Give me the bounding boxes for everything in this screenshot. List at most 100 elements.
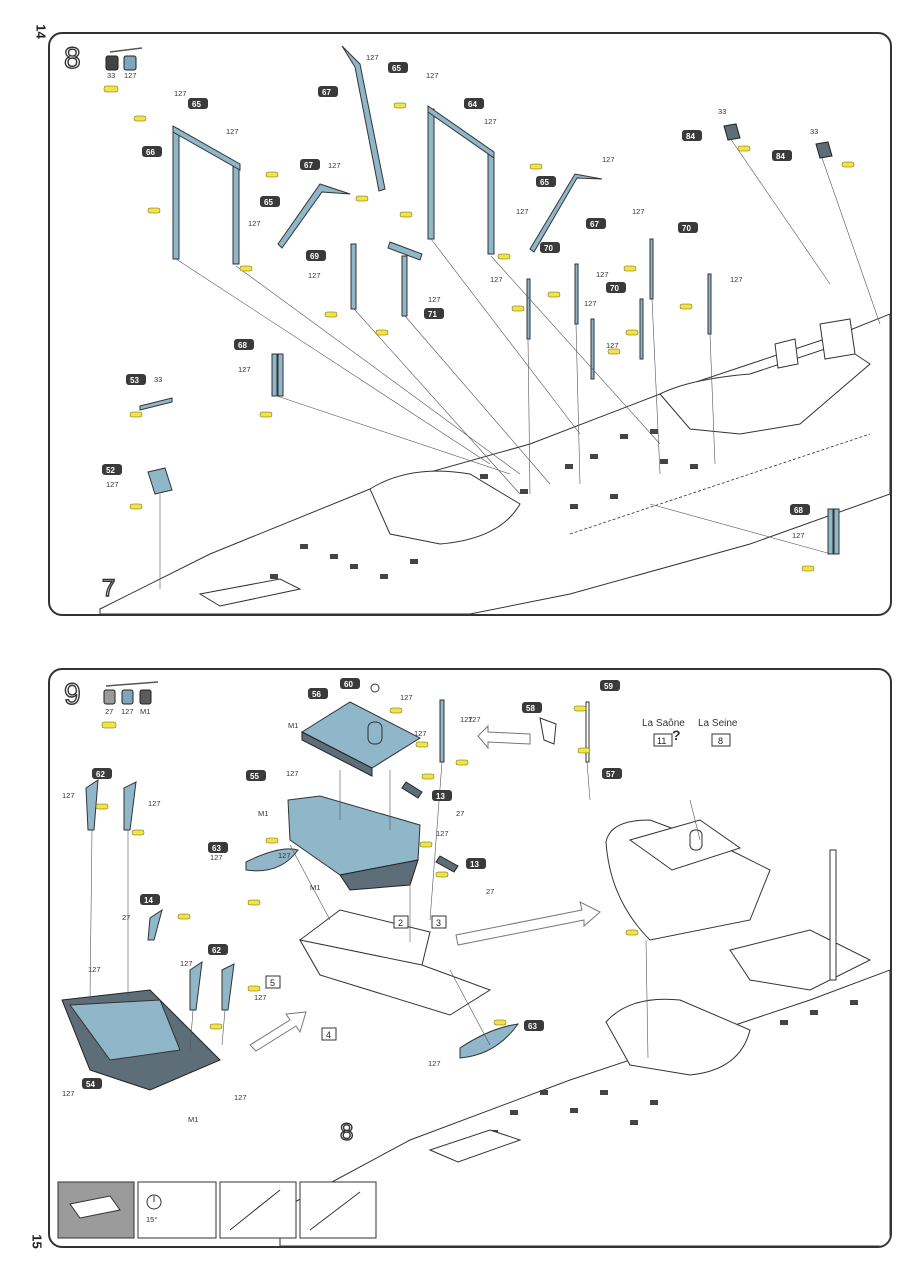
paint-33: 33 <box>107 71 115 80</box>
svg-text:63: 63 <box>528 1022 537 1031</box>
svg-text:127: 127 <box>180 959 193 968</box>
angle-label: 15° <box>146 1215 157 1224</box>
svg-text:67: 67 <box>304 161 313 170</box>
svg-text:70: 70 <box>610 284 619 293</box>
svg-text:70: 70 <box>544 244 553 253</box>
svg-text:65: 65 <box>264 198 273 207</box>
svg-text:84: 84 <box>776 152 785 161</box>
color-labels-step9: 127 127 127 M1 127 M1 127 M1 127 27 27 1… <box>62 693 494 1124</box>
svg-text:65: 65 <box>192 100 201 109</box>
mast-66 <box>172 125 241 265</box>
paint-27: 27 <box>105 707 113 716</box>
svg-text:27: 27 <box>456 809 464 818</box>
svg-text:70: 70 <box>682 224 691 233</box>
svg-text:127: 127 <box>226 127 239 136</box>
boom-67-right <box>529 173 603 253</box>
badge-67-left: 67 <box>300 159 320 170</box>
svg-text:127: 127 <box>584 299 597 308</box>
svg-text:3: 3 <box>436 918 441 928</box>
svg-text:127: 127 <box>174 89 187 98</box>
svg-text:127: 127 <box>148 799 161 808</box>
badge-65-a: 65 <box>388 62 408 73</box>
svg-text:13: 13 <box>436 792 445 801</box>
boat-63-left <box>245 848 299 872</box>
svg-text:127: 127 <box>308 271 321 280</box>
mast-right <box>439 699 445 763</box>
color-labels-step8: 127 127 127 127 127 127 127 127 127 33 3… <box>106 53 818 540</box>
svg-text:127: 127 <box>366 53 379 62</box>
posts-70 <box>526 238 712 380</box>
svg-text:13: 13 <box>470 860 479 869</box>
badge-53: 53 <box>126 374 146 385</box>
step-8-illustration: 8 33 127 <box>63 41 890 614</box>
badge-57: 57 <box>602 768 622 779</box>
svg-text:127: 127 <box>248 219 261 228</box>
svg-text:14: 14 <box>144 896 153 905</box>
badge-69: 69 <box>306 250 326 261</box>
svg-text:127: 127 <box>436 829 449 838</box>
svg-text:M1: M1 <box>258 809 268 818</box>
svg-text:33: 33 <box>718 107 726 116</box>
funnel <box>367 721 383 745</box>
badge-67-top: 67 <box>318 86 338 97</box>
svg-text:57: 57 <box>606 770 615 779</box>
variant-selector: La Saône ? La Seine 11 8 <box>642 718 738 747</box>
ladder-68-right <box>827 508 834 555</box>
page-number-bottom: 15 <box>29 1234 45 1249</box>
badge-64: 64 <box>464 98 484 109</box>
variant-right-num: 8 <box>718 736 723 746</box>
svg-text:127: 127 <box>468 715 481 724</box>
part-14 <box>147 908 163 941</box>
badge-84-right: 84 <box>772 150 792 161</box>
part-62-mid-a <box>189 960 203 1011</box>
step-9-illustration: 9 27 127 M1 La Saône ? La Seine 11 8 <box>57 677 890 1246</box>
step-9-panel: 9 27 127 M1 La Saône ? La Seine 11 8 <box>48 668 892 1248</box>
badge-66: 66 <box>142 146 162 157</box>
badge-60: 60 <box>340 678 360 689</box>
paint-127: 127 <box>121 707 134 716</box>
glue-markers-step9 <box>95 705 639 1030</box>
svg-text:127: 127 <box>400 693 413 702</box>
badge-58: 58 <box>522 702 542 713</box>
paint-M1: M1 <box>140 707 150 716</box>
badge-65-b: 65 <box>188 98 208 109</box>
variant-question: ? <box>672 727 681 743</box>
svg-text:127: 127 <box>460 715 473 724</box>
svg-text:27: 27 <box>486 887 494 896</box>
bridge-assembly <box>605 819 771 941</box>
svg-text:127: 127 <box>62 1089 75 1098</box>
numbered-boxes: 2 3 4 5 <box>265 915 447 1041</box>
badge-63-a: 63 <box>208 842 228 853</box>
svg-text:127: 127 <box>234 1093 247 1102</box>
page-number-top: 14 <box>33 24 49 39</box>
decal-icon <box>69 1195 121 1219</box>
badge-62-b: 62 <box>208 944 228 955</box>
step-8-number: 8 <box>64 42 81 75</box>
badge-56: 56 <box>308 688 328 699</box>
badge-71: 71 <box>424 308 444 319</box>
badge-70-b: 70 <box>678 222 698 233</box>
part-53 <box>139 397 173 411</box>
badge-84-left: 84 <box>682 130 702 141</box>
svg-text:M1: M1 <box>188 1115 198 1124</box>
glue-icon <box>101 721 117 729</box>
svg-text:127: 127 <box>602 155 615 164</box>
svg-text:127: 127 <box>286 769 299 778</box>
part-60 <box>370 683 380 693</box>
ship-hull-step8 <box>99 313 890 614</box>
svg-text:69: 69 <box>310 252 319 261</box>
arrow-right-mid <box>455 901 601 946</box>
variant-left-num: 11 <box>657 736 666 746</box>
badge-55: 55 <box>246 770 266 781</box>
svg-text:66: 66 <box>146 148 155 157</box>
glue-markers-step8 <box>129 102 855 572</box>
svg-text:59: 59 <box>604 682 613 691</box>
svg-text:71: 71 <box>428 310 437 319</box>
svg-text:127: 127 <box>792 531 805 540</box>
step-9-number: 9 <box>64 678 81 711</box>
svg-text:127: 127 <box>210 853 223 862</box>
svg-text:67: 67 <box>322 88 331 97</box>
svg-text:53: 53 <box>130 376 139 385</box>
part-13-bottom <box>435 855 459 873</box>
svg-text:127: 127 <box>596 270 609 279</box>
